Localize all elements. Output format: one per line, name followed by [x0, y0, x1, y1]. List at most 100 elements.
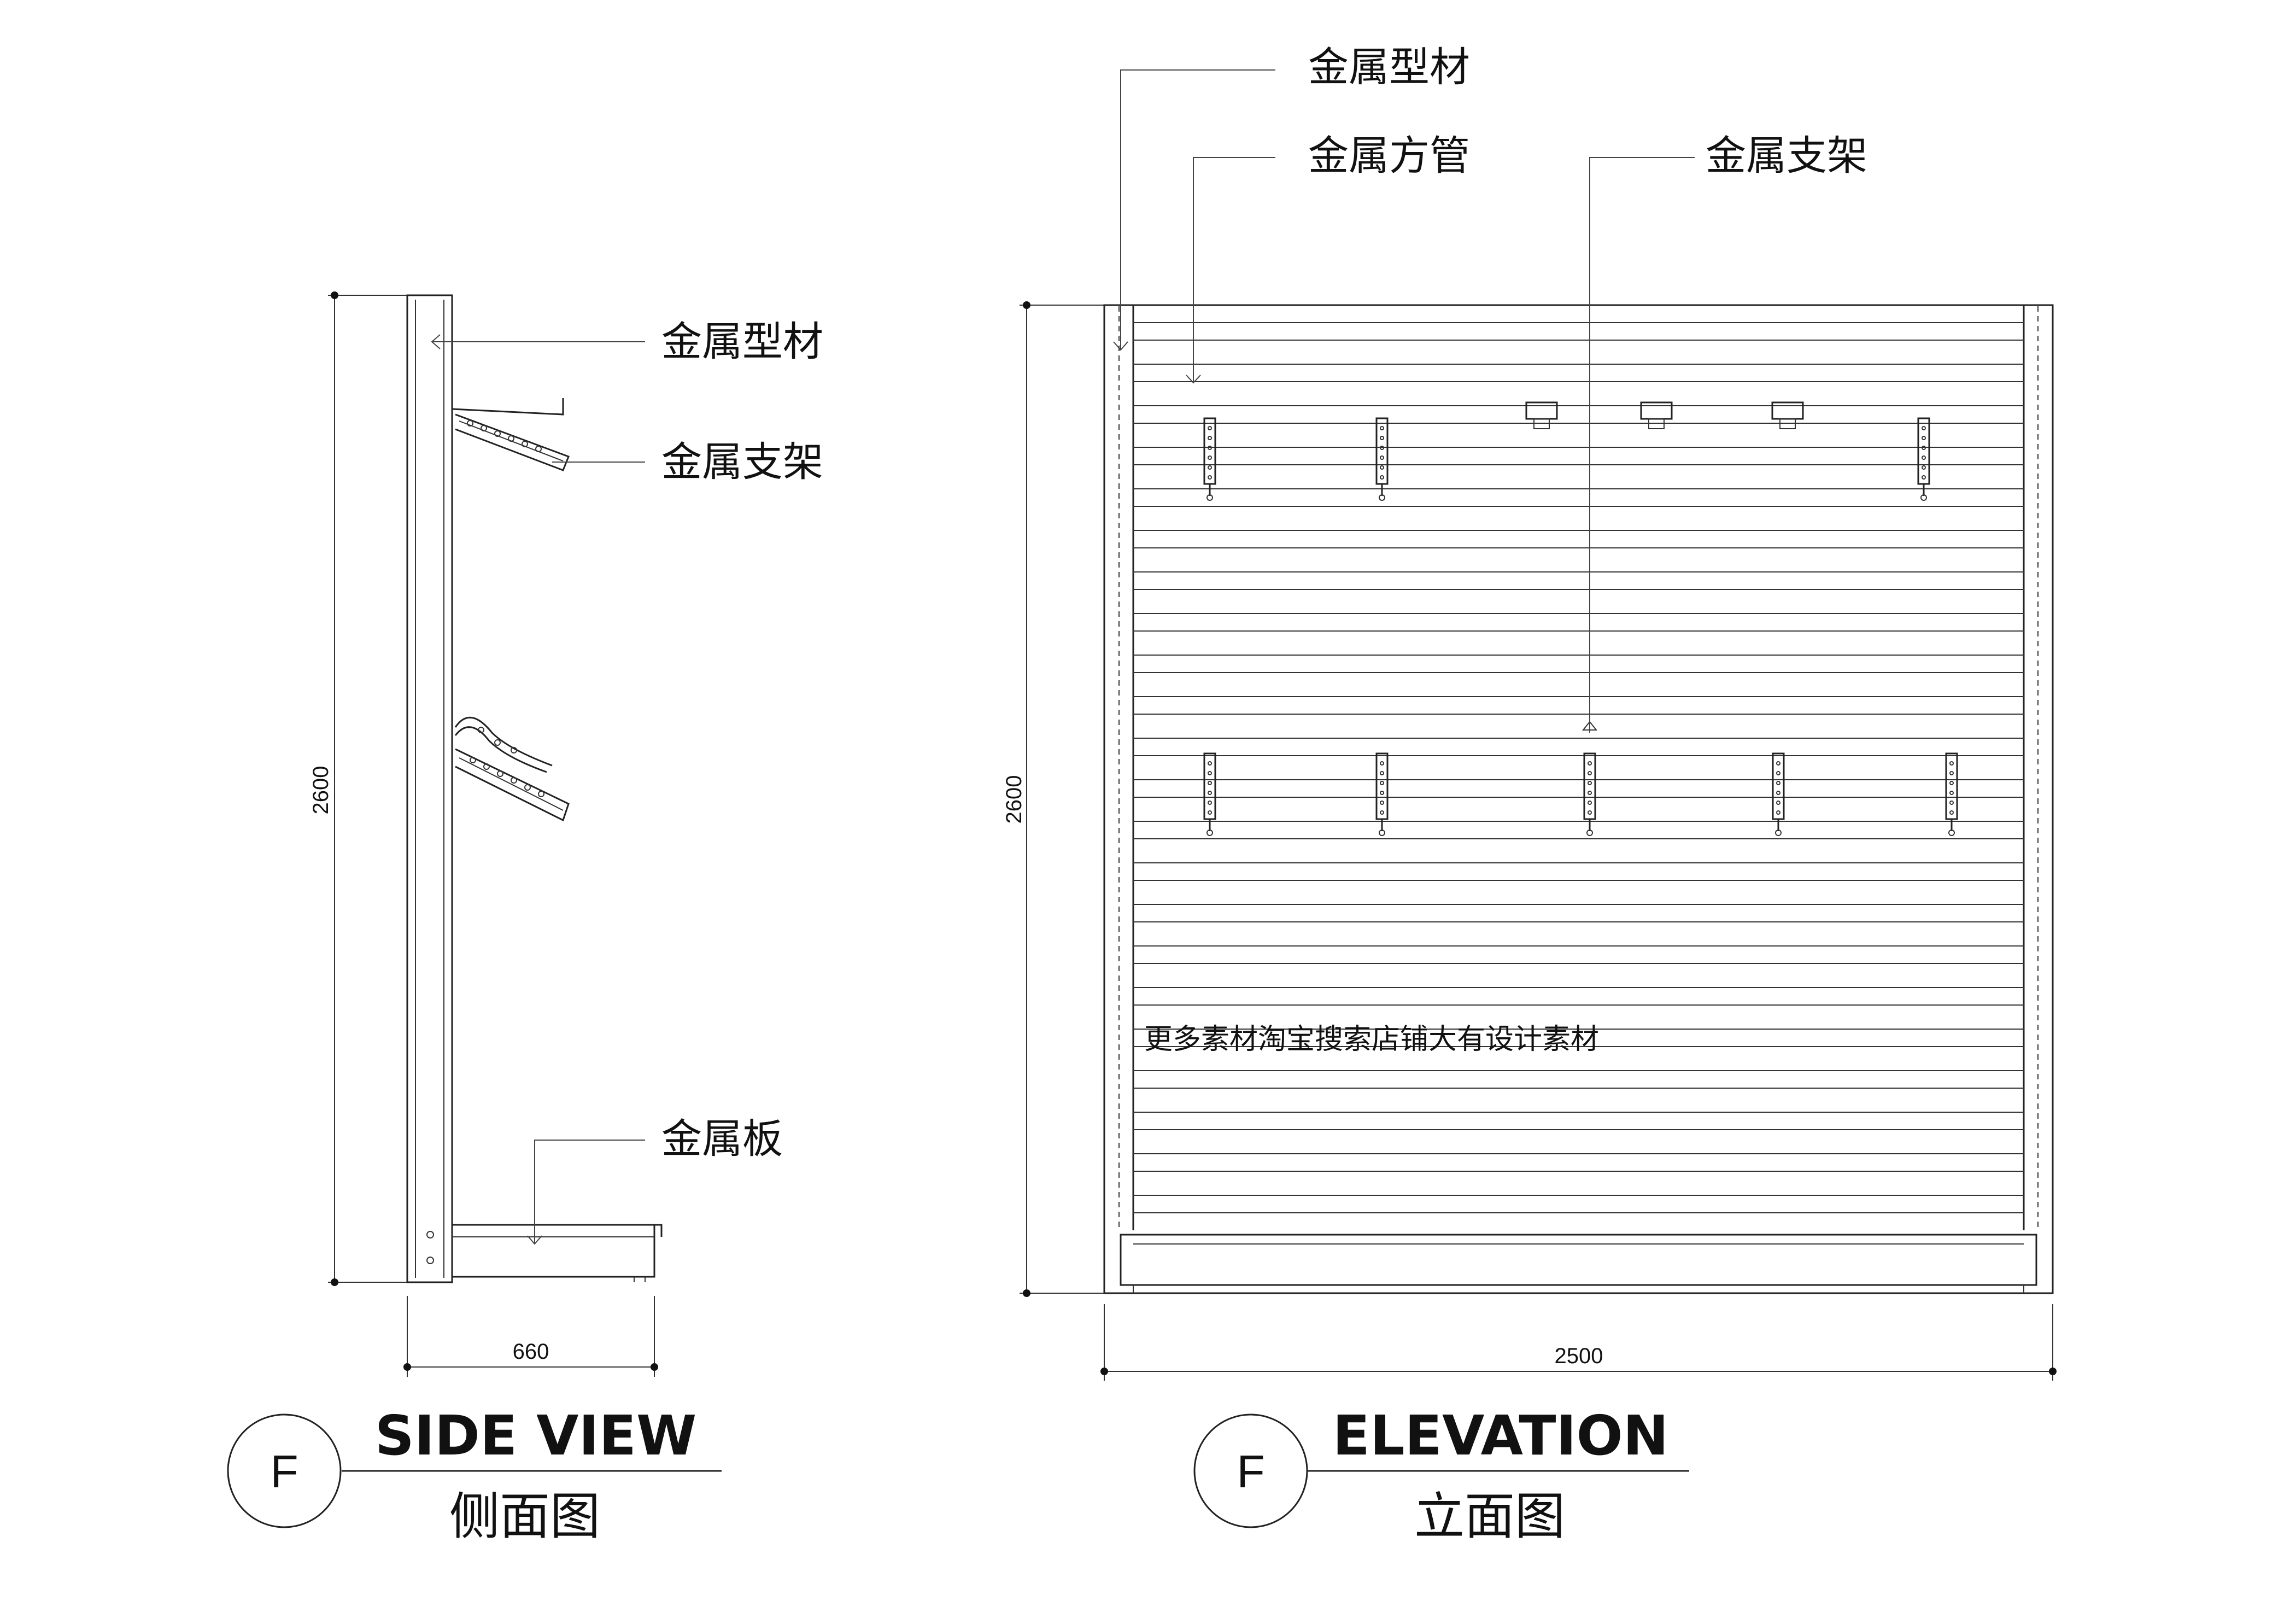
side-title-block: F SIDE VIEW 侧面图	[227, 1404, 722, 1546]
hook-hole	[1588, 771, 1592, 775]
side-height-value: 2600	[309, 766, 333, 815]
elevation-leaders	[1113, 69, 1695, 733]
side-view: 2600	[227, 291, 823, 1546]
hook-clip	[1203, 752, 1216, 820]
hook-hole	[1776, 781, 1780, 785]
hook-tip	[1948, 829, 1955, 836]
hook-hole	[1588, 810, 1592, 815]
hook-clip	[1772, 752, 1785, 820]
side-title-badge-letter: F	[270, 1446, 298, 1497]
hook-hole	[1208, 801, 1212, 805]
hook-hole	[1208, 426, 1212, 430]
elevation-title-badge-letter: F	[1237, 1446, 1264, 1497]
hook-hole	[1208, 791, 1212, 795]
hook-hole	[1380, 791, 1384, 795]
hook-clip	[1945, 752, 1958, 820]
side-title-english: SIDE VIEW	[375, 1404, 697, 1468]
elevation-label-profile: 金属型材	[1308, 44, 1470, 91]
hook-hole	[1208, 455, 1212, 460]
elevation-width-value: 2500	[1555, 1344, 1603, 1368]
hook-hole	[1208, 465, 1212, 470]
elevation-title-english: ELEVATION	[1333, 1404, 1669, 1468]
hook-hole	[1380, 810, 1384, 815]
hook-hole	[1922, 426, 1926, 430]
hook-hole	[1380, 771, 1384, 775]
hook-hole	[1380, 475, 1384, 480]
hook-tip	[1586, 829, 1593, 836]
hook-hole	[1922, 475, 1926, 480]
side-lower-bracket	[454, 716, 570, 822]
elevation-width-dimension: 2500	[1100, 1304, 2057, 1381]
hook-hole	[1380, 426, 1384, 430]
hook-hole	[1776, 810, 1780, 815]
hook-clip	[1917, 417, 1930, 485]
hook-clip	[1583, 752, 1596, 820]
lamp-base	[1779, 418, 1796, 429]
elevation-base-plate	[1120, 1234, 2037, 1293]
hook-hole	[1949, 761, 1954, 766]
lamp-base	[1648, 418, 1665, 429]
lamp-base	[1533, 418, 1550, 429]
side-depth-value: 660	[513, 1340, 549, 1364]
hook-hole	[1588, 801, 1592, 805]
hook-clip	[1203, 417, 1216, 485]
elevation-label-square-tube: 金属方管	[1308, 132, 1470, 179]
side-label-plate: 金属板	[661, 1115, 783, 1162]
hook-hole	[1588, 761, 1592, 766]
hook-hole	[1588, 781, 1592, 785]
hook-clip	[1375, 417, 1389, 485]
hook-hole	[1208, 781, 1212, 785]
hook-hole	[1380, 455, 1384, 460]
elevation-title-chinese: 立面图	[1414, 1487, 1565, 1546]
hook-hole	[1776, 771, 1780, 775]
hook-clip	[1375, 752, 1389, 820]
hook-hole	[1949, 791, 1954, 795]
elevation-view: 2600 2500	[1002, 44, 2057, 1546]
elevation-title-badge	[1193, 1413, 1308, 1528]
slat-board	[1133, 322, 2024, 1213]
hook-hole	[1208, 475, 1212, 480]
lamp-head	[1525, 401, 1558, 420]
hook-hole	[1208, 436, 1212, 440]
elevation-height-dimension: 2600	[1002, 301, 1107, 1297]
side-label-profile: 金属型材	[661, 318, 823, 365]
hook-tip	[1379, 494, 1385, 501]
hook-hole	[1208, 810, 1212, 815]
hook-hole	[1380, 436, 1384, 440]
hook-hole	[1208, 761, 1212, 766]
watermark-note: 更多素材淘宝搜索店铺大有设计素材	[1144, 1023, 1599, 1056]
lamp-head	[1640, 401, 1673, 420]
hook-hole	[1776, 791, 1780, 795]
hook-tip	[1206, 494, 1213, 501]
side-title-badge	[227, 1413, 342, 1528]
side-depth-dimension: 660	[403, 1296, 658, 1377]
side-post	[406, 294, 453, 1283]
hook-hole	[1208, 446, 1212, 450]
hook-hole	[1588, 791, 1592, 795]
side-height-dimension: 2600	[309, 291, 407, 1286]
hook-hole	[1949, 781, 1954, 785]
hook-hole	[1380, 801, 1384, 805]
hook-tip	[1775, 829, 1782, 836]
side-label-bracket: 金属支架	[661, 439, 823, 486]
hook-hole	[1776, 761, 1780, 766]
hook-hole	[1922, 465, 1926, 470]
elevation-frame	[1103, 304, 2054, 1294]
side-upper-bracket	[452, 398, 570, 471]
hook-hole	[1949, 801, 1954, 805]
hook-hole	[1949, 810, 1954, 815]
elevation-height-value: 2600	[1002, 775, 1026, 824]
side-title-chinese: 侧面图	[449, 1487, 600, 1546]
elevation-fittings	[1203, 401, 1958, 836]
side-leaders	[431, 334, 645, 1245]
hook-hole	[1922, 455, 1926, 460]
hook-hole	[1380, 446, 1384, 450]
elevation-label-bracket: 金属支架	[1706, 132, 1867, 179]
hook-tip	[1379, 829, 1385, 836]
elevation-title-block: F ELEVATION 立面图	[1193, 1404, 1689, 1546]
hook-hole	[1949, 771, 1954, 775]
hook-tip	[1206, 829, 1213, 836]
hook-hole	[1776, 801, 1780, 805]
hook-hole	[1922, 436, 1926, 440]
